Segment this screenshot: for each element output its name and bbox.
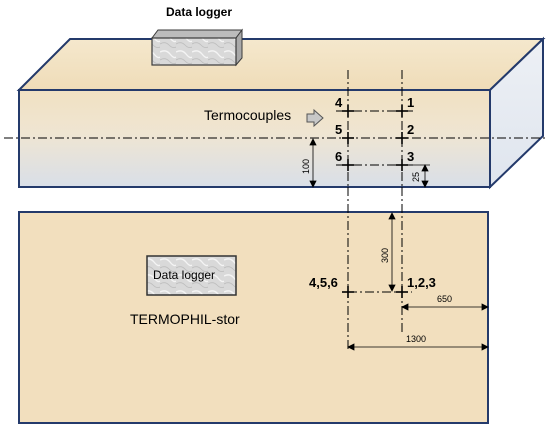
point-3-label: 3 [407, 149, 414, 164]
dimension-1300-label: 1300 [406, 334, 426, 344]
plan-markers [342, 286, 408, 298]
dimension-1300 [347, 343, 489, 351]
dimension-100-label: 100 [301, 159, 311, 174]
dimension-300-label: 300 [380, 248, 390, 263]
point-4-label: 4 [335, 95, 343, 110]
point-group-123-label: 1,2,3 [407, 275, 436, 290]
data-logger-top-label: Data logger [166, 5, 232, 19]
point-6-label: 6 [335, 149, 342, 164]
point-group-456-label: 4,5,6 [309, 275, 338, 290]
data-logger-plan-label: Data logger [153, 268, 215, 282]
data-logger-3d [151, 28, 243, 67]
data-logger-plan [146, 255, 237, 296]
dimension-650-label: 650 [437, 294, 452, 304]
thermocouple-markers [342, 105, 408, 171]
thermocouples-arrow-icon [306, 108, 324, 128]
dimension-25-label: 25 [411, 172, 421, 182]
point-5-label: 5 [335, 122, 342, 137]
product-label: TERMOPHIL-stor [130, 311, 240, 327]
point-1-label: 1 [407, 95, 414, 110]
dimension-300 [388, 212, 396, 292]
box-top-face [16, 38, 546, 91]
dimension-650 [401, 303, 489, 311]
dimension-100 [309, 138, 317, 188]
thermocouples-label: Termocouples [204, 107, 291, 123]
point-2-label: 2 [407, 122, 414, 137]
storage-plan-view [18, 211, 489, 424]
dimension-25 [410, 164, 430, 188]
